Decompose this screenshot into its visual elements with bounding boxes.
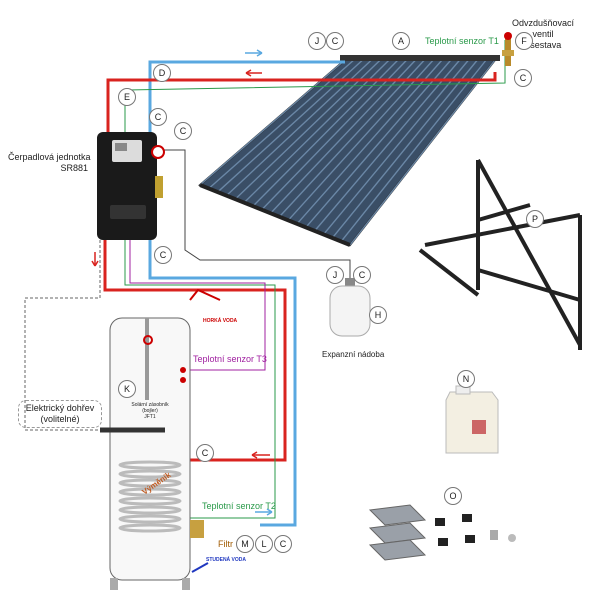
air-vent <box>502 32 514 66</box>
hot-water-label: HORKÁ VODA <box>203 318 238 324</box>
pump-unit-label: Čerpadlová jednotka SR881 <box>8 152 91 174</box>
flow-arrows <box>91 49 273 516</box>
badge-c-tank: C <box>196 444 214 462</box>
coil-turn <box>118 469 182 479</box>
mounting-frame <box>418 159 582 350</box>
collector-tube <box>278 59 425 218</box>
collector-tube <box>322 59 470 235</box>
air-vent-label-line1: Odvzdušňovací <box>511 18 575 28</box>
collector-tube <box>349 59 496 246</box>
mounting-clamps <box>435 514 516 546</box>
badge-j-vessel: J <box>326 266 344 284</box>
pump-unit-label-line2: SR881 <box>60 163 88 173</box>
badge-h: H <box>369 306 387 324</box>
badge-c-pump-bottom: C <box>154 246 172 264</box>
coil-turn <box>118 496 182 506</box>
heater-label-line2: (volitelné) <box>40 414 80 424</box>
coil-turn <box>118 478 182 488</box>
badge-o: O <box>444 487 462 505</box>
collector-tube <box>252 59 399 207</box>
badge-c-pump-side: C <box>174 122 192 140</box>
collector-tube <box>287 59 434 221</box>
badge-c-filter: C <box>274 535 292 553</box>
tank-label-line2: (bojler) <box>142 408 158 414</box>
coil-turn <box>118 514 182 524</box>
collector-tube <box>314 59 461 232</box>
badge-k: K <box>118 380 136 398</box>
pump-station <box>97 132 165 240</box>
collector-tube <box>296 59 443 225</box>
collector-tube <box>243 59 390 204</box>
pump-unit-label-line1: Čerpadlová jednotka <box>8 152 91 162</box>
mounting-profiles <box>368 504 427 561</box>
tank-label: Solární zásobník (bojler) JFT1 <box>128 402 172 420</box>
collector-tube <box>331 59 478 239</box>
collector-tube <box>234 59 381 200</box>
badge-c-vessel: C <box>353 266 371 284</box>
badge-n: N <box>457 370 475 388</box>
heater-label: Elektrický dohřev (volitelné) <box>18 400 102 428</box>
tank-label-line3: JFT1 <box>144 414 156 420</box>
collector-tube <box>225 59 372 197</box>
sensor-t2-label: Teplotní senzor T2 <box>202 501 276 511</box>
badge-d: D <box>153 64 171 82</box>
antifreeze-canister <box>445 385 499 454</box>
badge-c-vent: C <box>514 69 532 87</box>
sensor-t3-label: Teplotní senzor T3 <box>193 354 267 364</box>
air-vent-label-line3: - sestava <box>524 40 562 50</box>
air-vent-label: Odvzdušňovací ventil - sestava <box>508 18 578 51</box>
badge-l: L <box>255 535 273 553</box>
tank-label-line1: Solární zásobník <box>131 402 169 408</box>
solar-tank <box>100 288 221 590</box>
badge-c-pump-top: C <box>149 108 167 126</box>
collector-tube <box>217 59 364 193</box>
badge-p: P <box>526 210 544 228</box>
air-vent-label-line2: ventil <box>532 29 554 39</box>
heater-label-line1: Elektrický dohřev <box>25 403 95 413</box>
badge-j-top: J <box>308 32 326 50</box>
badge-m: M <box>236 535 254 553</box>
coil-turn <box>118 460 182 470</box>
coil-turn <box>118 505 182 515</box>
coil-turn <box>118 487 182 497</box>
badge-f: F <box>515 32 533 50</box>
coil-turn <box>118 523 182 533</box>
cold-water-label: STUDENÁ VODA <box>206 557 247 563</box>
hot-pipes <box>103 72 497 462</box>
filter-label: Filtr <box>218 539 233 549</box>
badge-a: A <box>392 32 410 50</box>
sensor-t1-label: Teplotní senzor T1 <box>425 36 499 46</box>
expansion-vessel <box>329 278 371 337</box>
collector-tube <box>305 59 452 228</box>
badge-c-top: C <box>326 32 344 50</box>
expansion-vessel-label: Expanzní nádoba <box>322 350 385 359</box>
collector-tube <box>340 59 487 242</box>
badge-e: E <box>118 88 136 106</box>
